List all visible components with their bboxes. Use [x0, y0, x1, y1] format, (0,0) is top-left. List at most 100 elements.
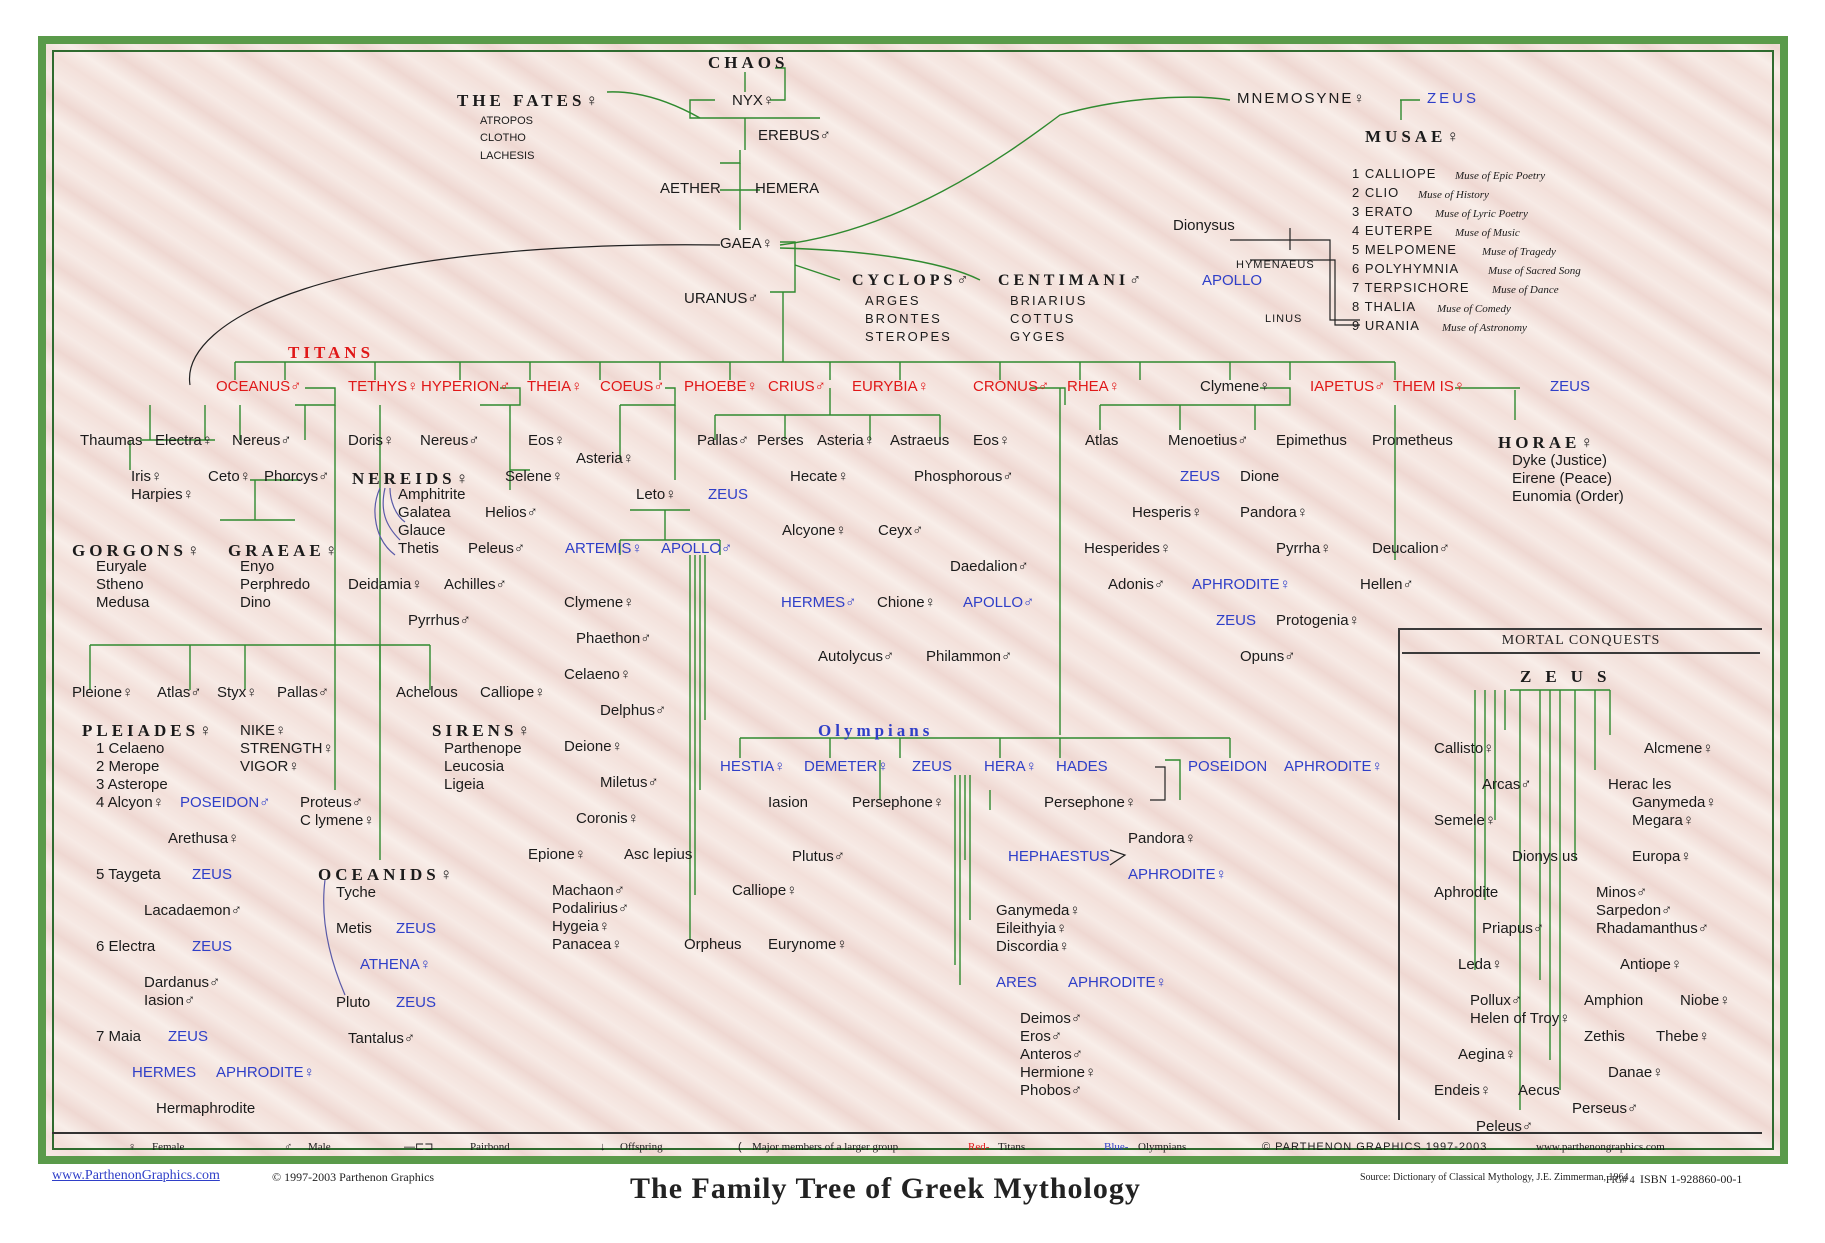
node-zeus-dione: ZEUS	[1180, 468, 1221, 485]
heading-nereids: NEREIDS♀	[352, 469, 473, 488]
siren-parthenope: Parthenope	[444, 740, 522, 757]
node-poseidon-alcyon: POSEIDON♂	[180, 794, 271, 811]
mortal-aphrodite: Aphrodite	[1434, 884, 1499, 901]
titan-eurybia: EURYBIA♀	[852, 378, 929, 395]
mortal-heracles: Herac les	[1608, 776, 1672, 793]
titan-hyperion: HYPERION♂	[421, 378, 511, 395]
titan-iapetus: IAPETUS♂	[1310, 378, 1386, 395]
mortal-callisto: Callisto♀	[1434, 740, 1495, 757]
mortal-ganymeda: Ganymeda♀	[1632, 794, 1717, 811]
node-protogenia: Protogenia♀	[1276, 612, 1360, 629]
node-pandora: Pandora♀	[1240, 504, 1308, 521]
poster-title: The Family Tree of Greek Mythology	[630, 1172, 1141, 1205]
node-opuns: Opuns♂	[1240, 648, 1296, 665]
pleiad-celaeno: 1 Celaeno	[96, 740, 165, 757]
muse-role: Muse of Epic Poetry	[1455, 170, 1546, 182]
siren-leucosia: Leucosia	[444, 758, 505, 775]
legend-red-symbol: Red-	[968, 1141, 990, 1153]
mortal-alcmene: Alcmene♀	[1644, 740, 1714, 757]
muse-name: 1 CALLIOPE	[1352, 166, 1437, 181]
titan-oceanus: OCEANUS♂	[216, 378, 302, 395]
legend-male-label: Male	[308, 1141, 331, 1153]
node-phaethon: Phaethon♂	[576, 630, 652, 647]
cyclops-arges: ARGES	[865, 293, 921, 308]
node-nyx: NYX♀	[732, 92, 775, 109]
node-clymene-3: Clymene♀	[564, 594, 635, 611]
mortal-antiope: Antiope♀	[1620, 956, 1683, 973]
footer-source: Source: Dictionary of Classical Mytholog…	[1360, 1172, 1629, 1183]
hora-eunomia: Eunomia (Order)	[1512, 488, 1624, 505]
node-philammon: Philammon♂	[926, 648, 1013, 665]
heading-cyclops: CYCLOPS♂	[852, 272, 973, 289]
node-coronis: Coronis♀	[576, 810, 639, 827]
siren-ligeia: Ligeia	[444, 776, 485, 793]
mortal-zeus-heading: ZEUS	[1520, 667, 1621, 686]
node-nereus: Nereus♂	[232, 432, 292, 449]
nereid-glauce: Glauce	[398, 522, 446, 539]
node-menoetius: Menoetius♂	[1168, 432, 1249, 449]
node-hephaestus: HEPHAESTUS	[1008, 848, 1110, 865]
node-artemis: ARTEMIS♀	[565, 540, 643, 557]
node-zeus-metis: ZEUS	[396, 920, 437, 937]
mortal-aegina: Aegina♀	[1458, 1046, 1516, 1063]
node-zeus-themis: ZEUS	[1550, 378, 1591, 395]
node-eos: Eos♀	[528, 432, 566, 449]
legend-female-label: Female	[152, 1141, 185, 1153]
node-harpies: Harpies♀	[131, 486, 194, 503]
node-tantalus: Tantalus♂	[348, 1030, 416, 1047]
hora-eirene: Eirene (Peace)	[1512, 470, 1613, 487]
node-eurynome: Eurynome♀	[768, 936, 848, 953]
node-astraeus: Astraeus	[890, 432, 950, 449]
footer-fig: FIG# 4	[1606, 1175, 1635, 1186]
mortal-dionysus: Dionys us	[1512, 848, 1578, 865]
mortal-endeis: Endeis♀	[1434, 1082, 1492, 1099]
mortal-leda: Leda♀	[1458, 956, 1503, 973]
node-zeus-mnemosyne: ZEUS	[1427, 90, 1480, 107]
node-pleione: Pleione♀	[72, 684, 134, 701]
node-hermes-chione: HERMES♂	[781, 594, 857, 611]
muse-name: 7 TERPSICHORE	[1352, 280, 1470, 295]
heading-gorgons: GORGONS♀	[72, 541, 204, 560]
footer-isbn: ISBN 1-928860-00-1	[1640, 1172, 1743, 1186]
heading-graeae: GRAEAE♀	[228, 541, 342, 560]
node-aphrodite-hermes: APHRODITE♀	[216, 1064, 315, 1081]
node-arethusa: Arethusa♀	[168, 830, 240, 847]
node-asteria: Asteria♀	[576, 450, 634, 467]
node-deimos: Deimos♂	[1020, 1010, 1083, 1027]
node-leto: Leto♀	[636, 486, 677, 503]
node-calliope-sirens: Calliope♀	[480, 684, 546, 701]
node-gaea: GAEA♀	[720, 235, 773, 252]
centimani-gyges: GYGES	[1010, 329, 1067, 344]
node-peleus: Peleus♂	[468, 540, 526, 557]
node-daedalion: Daedalion♂	[950, 558, 1029, 575]
node-prometheus: Prometheus	[1372, 432, 1453, 449]
heading-oceanids: OCEANIDS♀	[318, 865, 457, 884]
node-deione: Deione♀	[564, 738, 623, 755]
legend-offspring-symbol: ↓	[600, 1141, 606, 1153]
node-anteros: Anteros♂	[1020, 1046, 1083, 1063]
heading-musae: MUSAE♀	[1365, 127, 1464, 146]
node-hygeia: Hygeia♀	[552, 918, 610, 935]
node-aphrodite-hephaestus: APHRODITE♀	[1128, 866, 1227, 883]
node-nike: NIKE♀	[240, 722, 287, 739]
node-styx: Styx♀	[217, 684, 258, 701]
node-dardanus: Dardanus♂	[144, 974, 221, 991]
node-clymene-2: C lymene♀	[300, 812, 375, 829]
node-hymenaeus: HYMENAEUS	[1236, 259, 1315, 271]
olympian-hestia: HESTIA♀	[720, 758, 786, 775]
footer-website-link[interactable]: www.ParthenonGraphics.com	[52, 1168, 220, 1183]
node-zeus-pluto: ZEUS	[396, 994, 437, 1011]
node-pallas: Pallas♂	[697, 432, 750, 449]
pleiad-electra: 6 Electra	[96, 938, 156, 955]
node-mnemosyne: MNEMOSYNE♀	[1237, 90, 1367, 107]
node-dionysus: Dionysus	[1173, 217, 1235, 234]
graea-dino: Dino	[240, 594, 271, 611]
muse-name: 2 CLIO	[1352, 185, 1400, 200]
mortal-danae: Danae♀	[1608, 1064, 1664, 1081]
node-clymene: Clymene♀	[1200, 378, 1271, 395]
nereid-thetis: Thetis	[398, 540, 439, 557]
node-hermaphrodite: Hermaphrodite	[156, 1100, 256, 1117]
node-hellen: Hellen♂	[1360, 576, 1414, 593]
node-persephone-hades: Persephone♀	[1044, 794, 1137, 811]
